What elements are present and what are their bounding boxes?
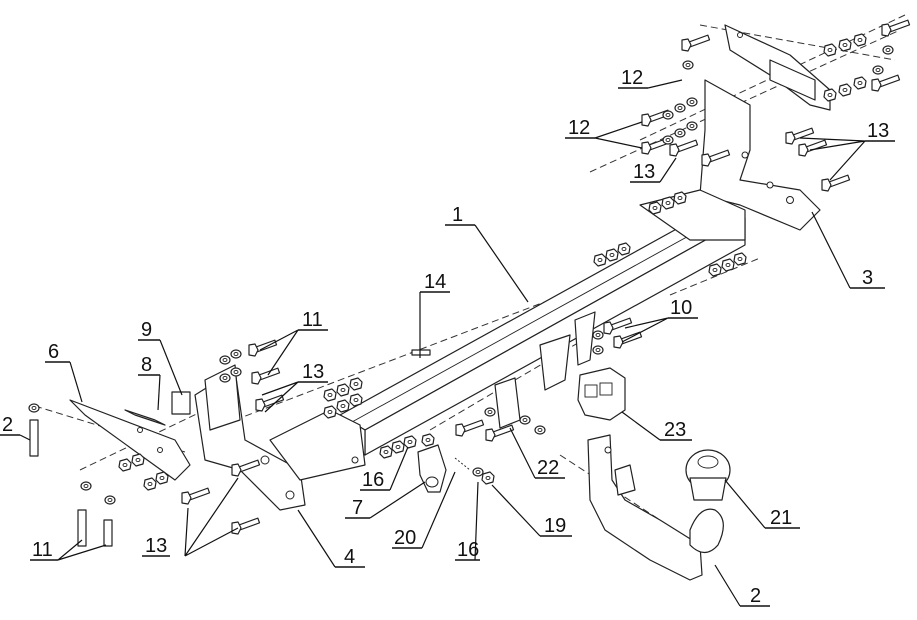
left-bracket bbox=[194, 364, 366, 511]
spring bbox=[454, 457, 471, 471]
label-11-bottom: 11 bbox=[32, 539, 53, 561]
label-16-bottom: 16 bbox=[457, 539, 479, 561]
label-9: 9 bbox=[141, 319, 152, 341]
label-13-left: 13 bbox=[302, 361, 324, 383]
crossbar bbox=[339, 204, 746, 456]
label-2-left: 2 bbox=[2, 414, 13, 436]
label-13-right: 13 bbox=[867, 120, 889, 142]
center-plate-2 bbox=[539, 334, 571, 391]
label-21: 21 bbox=[770, 507, 792, 529]
left-chassis-rail bbox=[69, 391, 191, 481]
label-1: 1 bbox=[452, 204, 463, 226]
label-2-right: 2 bbox=[750, 585, 761, 607]
center-plate-3 bbox=[574, 311, 596, 366]
label-3: 3 bbox=[862, 267, 873, 289]
right-chassis-rail bbox=[724, 24, 831, 111]
socket-plate bbox=[577, 367, 626, 421]
socket-bracket bbox=[417, 444, 447, 493]
leader-lines bbox=[0, 79, 895, 607]
label-22: 22 bbox=[537, 457, 559, 479]
label-12-middle: 12 bbox=[568, 117, 590, 139]
label-19: 19 bbox=[544, 515, 566, 537]
label-20: 20 bbox=[394, 527, 416, 549]
label-8: 8 bbox=[141, 354, 152, 376]
label-14: 14 bbox=[424, 271, 446, 293]
label-13-bottom: 13 bbox=[145, 535, 167, 557]
label-13-center: 13 bbox=[633, 161, 655, 183]
label-11-top: 11 bbox=[302, 309, 323, 331]
label-7: 7 bbox=[352, 497, 363, 519]
fasteners bbox=[28, 19, 911, 547]
label-6: 6 bbox=[48, 341, 59, 363]
center-plate bbox=[494, 377, 521, 429]
label-4: 4 bbox=[344, 546, 355, 568]
tow-ball-neck bbox=[587, 434, 724, 581]
label-12-top: 12 bbox=[621, 67, 643, 89]
right-bracket bbox=[639, 79, 821, 241]
tow-ball bbox=[685, 449, 731, 501]
label-10: 10 bbox=[670, 297, 692, 319]
label-16-top: 16 bbox=[362, 469, 384, 491]
label-23: 23 bbox=[664, 419, 686, 441]
